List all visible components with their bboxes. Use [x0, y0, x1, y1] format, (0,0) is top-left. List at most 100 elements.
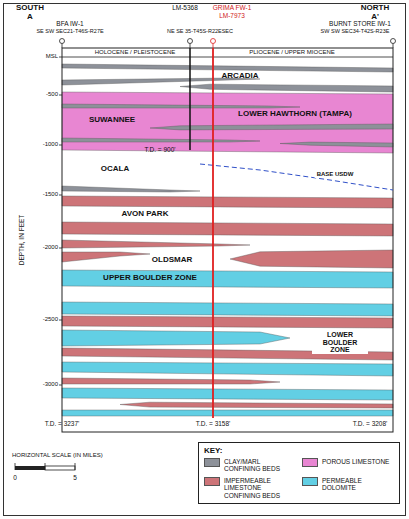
legend-item: POROUS LIMESTONE	[302, 458, 394, 473]
well-stub	[62, 44, 63, 49]
stratum-band	[62, 330, 290, 346]
total-depth: T.D. = 3237'	[45, 420, 80, 427]
stratum-band	[230, 250, 393, 268]
section-frame	[62, 48, 393, 432]
epoch-label: HOLOCENE / PLEISTOCENE	[95, 49, 176, 56]
depth-tick	[59, 145, 62, 146]
scale-value: 0	[13, 474, 17, 481]
legend-text: PERMEABLE DOLOMITE	[322, 477, 394, 492]
stratum-band	[62, 302, 393, 316]
legend-grid: CLAY/MARL CONFINING BEDS POROUS LIMESTONE…	[204, 458, 394, 499]
depth-label: -2500	[43, 316, 58, 323]
depth-tick	[59, 57, 62, 58]
section-end-label: A	[27, 13, 33, 22]
well-stub	[393, 44, 394, 49]
stratum-band	[62, 222, 393, 236]
stratum-band	[62, 252, 150, 262]
legend-item: IMPERMEABLE LIMESTONE CONFINING BEDS	[204, 477, 296, 499]
total-depth: T.D. = 900'	[144, 146, 175, 153]
well-name: BURNT STORE IW-1	[329, 20, 391, 27]
legend-text: POROUS LIMESTONE	[322, 458, 389, 465]
well-bore	[212, 48, 214, 418]
stratum-band	[62, 378, 280, 384]
stratum-band	[62, 316, 393, 328]
legend-heading: KEY:	[204, 446, 394, 455]
depth-ticks	[59, 57, 62, 385]
contact-label: BASE USDW	[315, 171, 356, 178]
stratum-band	[62, 240, 250, 248]
scale-bar-segment	[45, 466, 75, 470]
stratum-band	[150, 124, 393, 130]
legend-text: CLAY/MARL CONFINING BEDS	[224, 458, 296, 473]
legend-swatch	[302, 458, 318, 467]
formation-name: AVON PARK	[122, 210, 169, 219]
formation-name: OLDSMAR	[152, 256, 192, 265]
formation-name: OCALA	[101, 165, 129, 174]
well-symbol	[211, 39, 216, 44]
page-border	[4, 4, 406, 516]
axis-title: DEPTH, IN FEET	[18, 215, 25, 266]
well-name: LM-5368	[172, 4, 198, 11]
legend-box: KEY: CLAY/MARL CONFINING BEDS POROUS LIMES…	[198, 442, 400, 504]
well-name: GRIMA FW-1	[213, 4, 252, 11]
stratum-band	[62, 138, 260, 142]
scale-bar	[15, 463, 75, 470]
well-stub	[213, 44, 214, 49]
scale-tick	[45, 463, 46, 470]
depth-label: -1500	[43, 191, 58, 198]
stratum-band	[62, 64, 393, 72]
well-symbol	[188, 39, 193, 44]
formation-name: LOWER HAWTHORN (TAMPA)	[238, 110, 352, 119]
base-usdw-line	[200, 164, 393, 190]
well-name: BFA IW-1	[56, 20, 83, 27]
stratum-band	[62, 270, 393, 288]
stratum-band	[180, 84, 393, 92]
legend-swatch	[204, 477, 220, 486]
well-name: LM-7973	[219, 12, 245, 19]
well-location: NE SE 35-T45S-R22ESEC	[167, 28, 233, 34]
depth-tick	[59, 195, 62, 196]
scale-tick	[15, 463, 16, 470]
direction-label: SOUTH	[16, 4, 44, 13]
direction-label: NORTH	[361, 4, 389, 13]
formation-name: SUWANNEE	[89, 116, 135, 125]
well-stub	[190, 44, 191, 49]
stratum-band	[62, 92, 393, 153]
formation-name: UPPER BOULDER ZONE	[103, 274, 197, 283]
scale-bar-segment	[15, 466, 45, 470]
stratum-band	[62, 362, 393, 376]
stratum-band	[62, 410, 393, 416]
scale-title: HORIZONTAL SCALE (IN MILES)	[12, 452, 103, 459]
depth-label: -500	[46, 91, 58, 98]
depth-label: MSL	[46, 53, 58, 60]
well-location: SE SW SEC21-T46S-R27E	[36, 28, 103, 34]
depth-label: -1000	[43, 141, 58, 148]
total-depth: T.D. = 3208'	[353, 420, 388, 427]
epoch-label: PLIOCENE / UPPER MIOCENE	[249, 49, 335, 56]
legend-swatch	[302, 477, 318, 486]
legend-item: PERMEABLE DOLOMITE	[302, 477, 394, 499]
stratum-band	[62, 186, 200, 192]
depth-tick	[59, 320, 62, 321]
depth-label: -2000	[43, 244, 58, 251]
strata-bands	[62, 64, 393, 416]
well-bore	[189, 48, 191, 150]
legend-item: CLAY/MARL CONFINING BEDS	[204, 458, 296, 473]
legend-text: IMPERMEABLE LIMESTONE CONFINING BEDS	[224, 477, 296, 499]
well-symbol	[391, 39, 396, 44]
stratum-band	[62, 388, 393, 400]
stratum-band	[120, 402, 393, 408]
scale-value: 5	[73, 474, 77, 481]
scale-tick	[75, 463, 76, 470]
depth-tick	[59, 248, 62, 249]
stratum-band	[62, 196, 393, 208]
well-symbol	[60, 39, 65, 44]
total-depth: T.D. = 3158'	[196, 420, 231, 427]
formation-name: ARCADIA	[222, 72, 259, 81]
depth-tick	[59, 385, 62, 386]
well-location: SW SW SEC34-T42S-R23E	[321, 28, 390, 34]
depth-label: -3000	[43, 381, 58, 388]
stratum-band	[280, 142, 393, 147]
depth-tick	[59, 95, 62, 96]
